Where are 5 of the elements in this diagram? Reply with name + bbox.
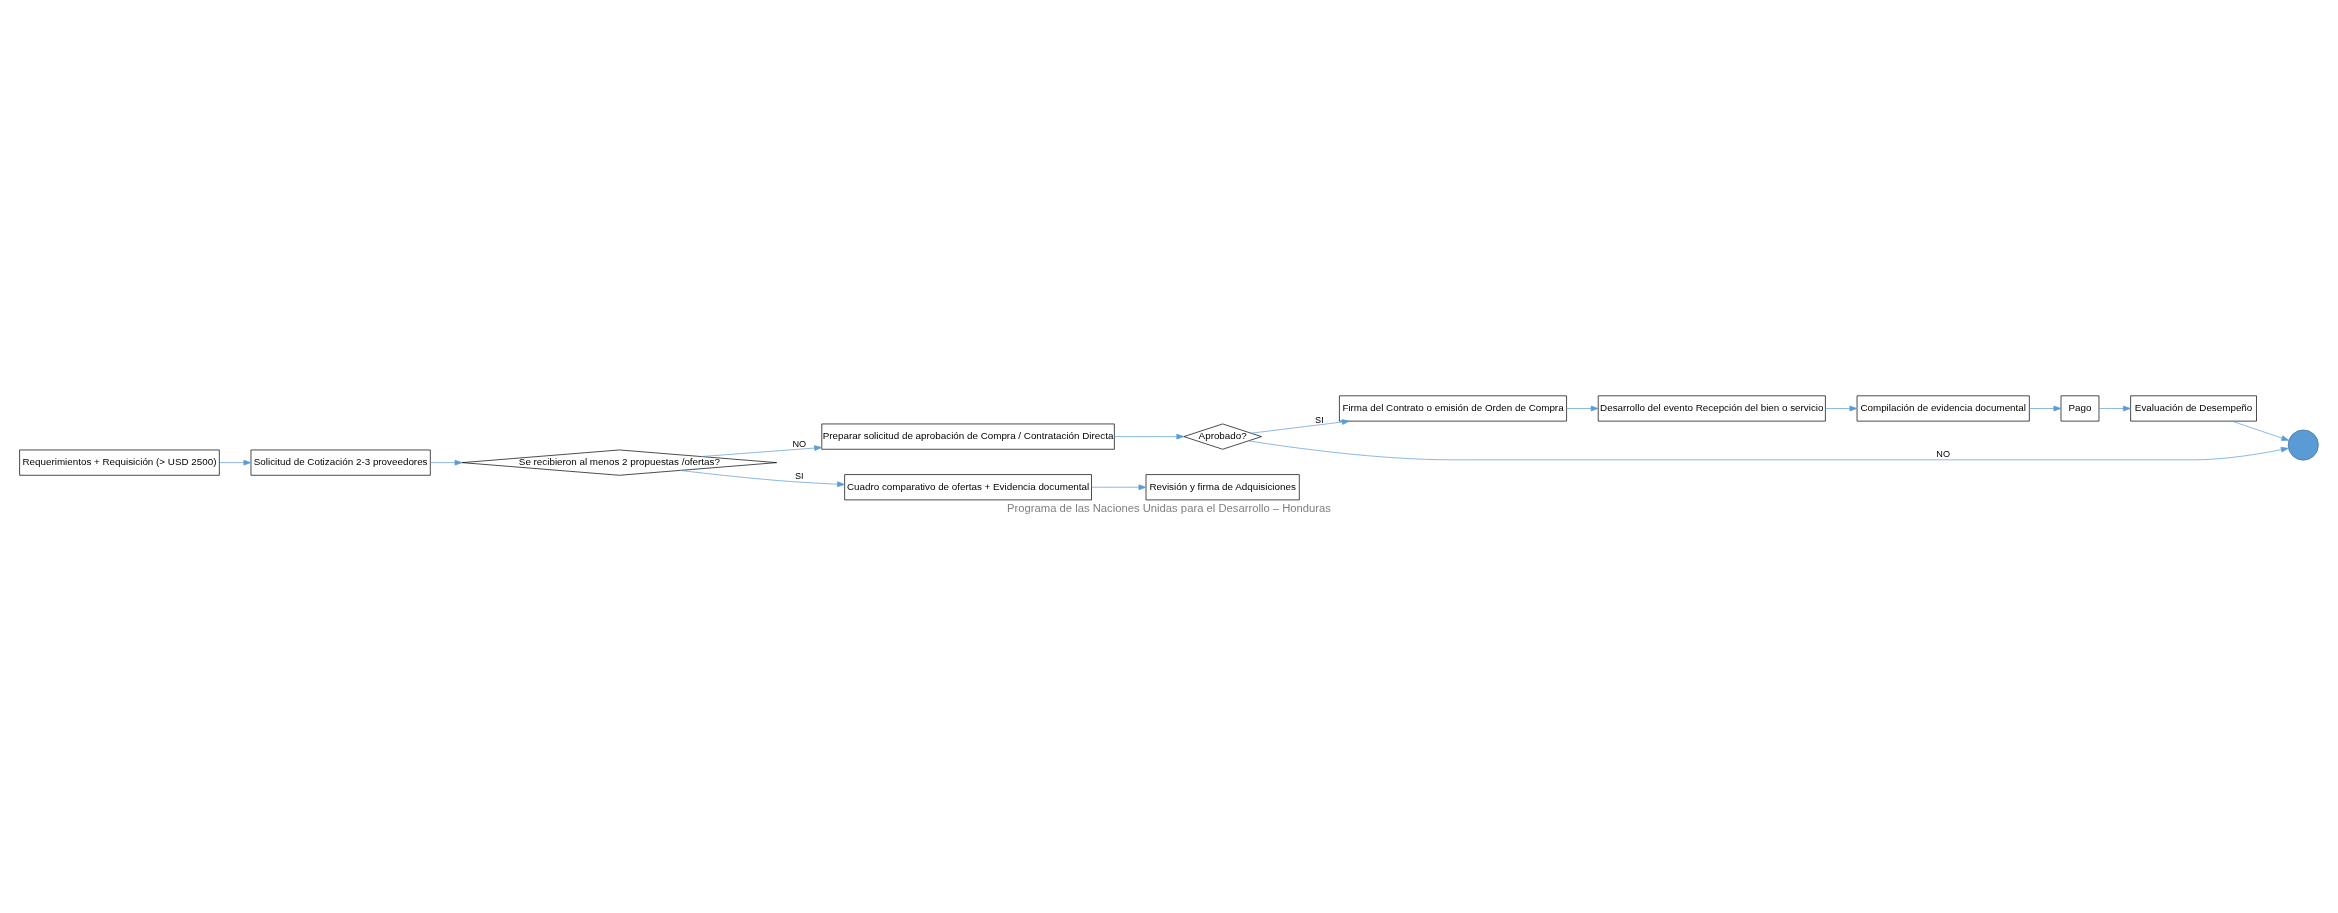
edge-label: NO: [792, 438, 807, 449]
caption: Programa de las Naciones Unidas para el Desarrollo – Honduras: [1007, 501, 1331, 514]
edge-label: SI: [1315, 414, 1324, 425]
edge-label: NO: [1936, 448, 1951, 459]
edge-label: SI: [794, 470, 804, 481]
